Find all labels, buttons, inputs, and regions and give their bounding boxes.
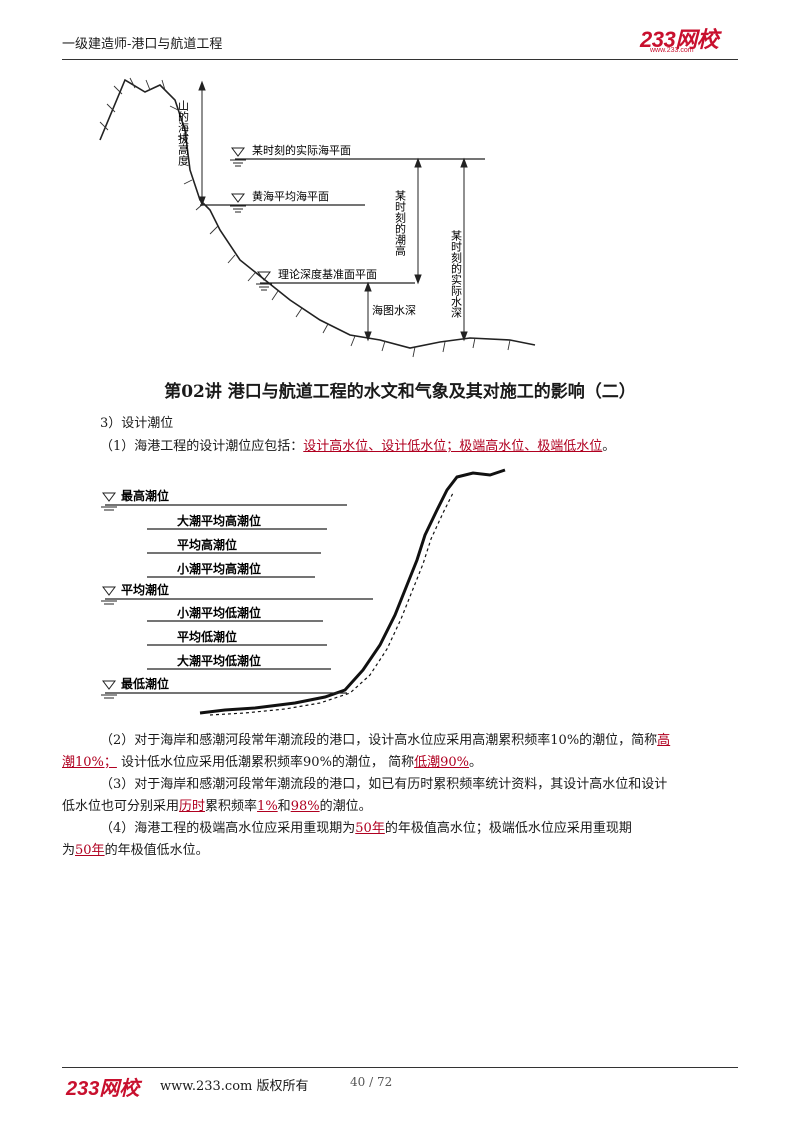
paragraph-1: （1）海港工程的设计潮位应包括：设计高水位、设计低水位；极端高水位、极端低水位。 <box>100 439 616 454</box>
label-theoretical-datum: 理论深度基准面平面 <box>278 267 377 281</box>
highlight-low-tide: 低潮90% <box>414 755 469 770</box>
paragraph-4: （4）海港工程的极端高水位应采用重现期为50年的年极值高水位；极端低水位应采用重… <box>62 821 632 858</box>
header-logo-url: www.233.com <box>650 47 694 54</box>
highlight-50-years-low: 50年 <box>75 843 105 858</box>
footer-logo: 233网校 <box>66 1078 140 1100</box>
header-logo: 233网校 <box>640 27 719 52</box>
label-mean-high: 平均高潮位 <box>177 537 237 552</box>
label-chart-depth: 海图水深 <box>372 303 416 317</box>
header-title: 一级建造师-港口与航道工程 <box>62 37 223 52</box>
tide-level-diagram: 最高潮位 大潮平均高潮位 平均高潮位 小潮平均高潮位 平均潮位 小潮平均低潮位 … <box>101 468 506 716</box>
label-neap-mean-high: 小潮平均高潮位 <box>177 561 261 576</box>
header-divider <box>62 59 738 60</box>
section-title: 第02讲 港口与航道工程的水文和气象及其对施工的影响（二） <box>164 382 636 402</box>
highlight-duration: 历时 <box>179 799 206 814</box>
label-yellow-sea-mean: 黄海平均海平面 <box>252 189 329 203</box>
label-mean-low: 平均低潮位 <box>177 629 237 644</box>
label-mean-tide: 平均潮位 <box>121 582 169 597</box>
label-spring-mean-low: 大潮平均低潮位 <box>177 653 261 668</box>
label-tide-height: 某时刻的潮高 <box>394 190 407 257</box>
page-number: 40 / 72 <box>350 1075 393 1089</box>
label-spring-mean-high: 大潮平均高潮位 <box>177 513 261 528</box>
paragraph-2: （2）对于海岸和感潮河段常年潮流段的港口，设计高水位应采用高潮累积频率10%的潮… <box>62 733 671 770</box>
highlight-design-levels: 设计高水位、设计低水位；极端高水位、极端低水位 <box>303 439 603 454</box>
highlight-50-years-high: 50年 <box>355 821 385 836</box>
footer-copyright: www.233.com 版权所有 <box>160 1079 309 1094</box>
sea-level-diagram: 山的海拔高度 某时刻的实际海平面 黄海平均海平面 理论深度基准面平面 某时刻的潮… <box>99 77 536 358</box>
label-actual-depth: 某时刻的实际水深 <box>450 230 463 318</box>
label-lowest-tide: 最低潮位 <box>121 676 169 691</box>
label-neap-mean-low: 小潮平均低潮位 <box>177 605 261 620</box>
highlight-high-tide: 高 <box>657 733 671 748</box>
sub-heading: 3）设计潮位 <box>100 416 174 431</box>
label-highest-tide: 最高潮位 <box>121 488 169 503</box>
footer-divider <box>62 1067 738 1068</box>
paragraph-3: （3）对于海岸和感潮河段常年潮流段的港口，如已有历时累积频率统计资料，其设计高水… <box>62 777 668 814</box>
label-actual-sea-level: 某时刻的实际海平面 <box>252 143 351 157</box>
label-mountain-height: 山的海拔高度 <box>177 100 190 167</box>
